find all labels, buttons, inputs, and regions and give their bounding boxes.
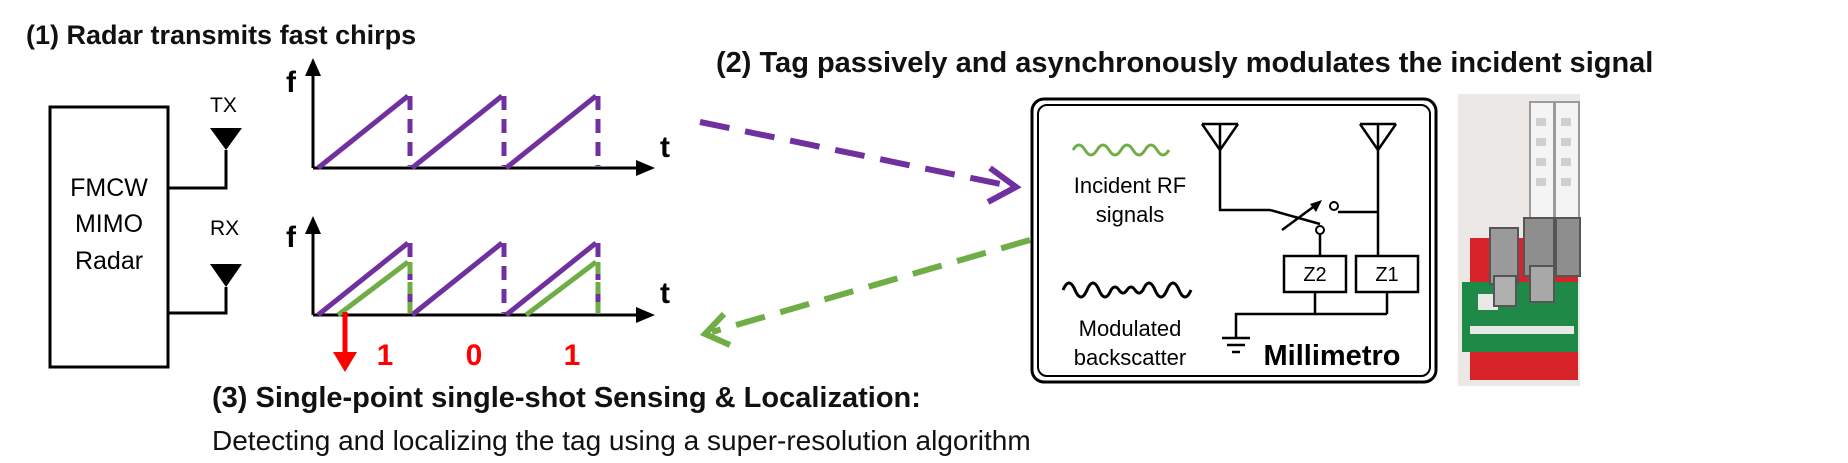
rx-antenna-icon [210,264,242,287]
rx-label: RX [210,217,239,240]
incident-label-2: signals [1096,202,1164,227]
modulated-wave-icon [1061,281,1193,299]
modulated-label-2: backscatter [1074,345,1187,370]
tag-hardware-photo [1458,94,1581,386]
tag-box: Incident RF signals Modulated backscatte… [1030,97,1438,384]
radar-line-2: MIMO [75,210,143,238]
tx-label: TX [210,94,237,117]
tx-chirp-plot: f t [286,58,670,176]
z1-box [1354,254,1420,294]
modulated-label-1: Modulated [1079,316,1182,341]
tag-name: Millimetro [1264,340,1401,372]
tx-chirps [316,94,601,170]
bit-2: 0 [466,339,483,372]
tx-antenna-icon [210,128,242,150]
t-axis-label: t [660,131,670,164]
bit-3: 1 [564,339,581,372]
tag-antenna-left-icon [1200,122,1240,151]
ground-icon [1222,336,1250,354]
switch-icon [1269,208,1321,226]
z1-label: Z1 [1375,264,1398,286]
rx-chirp-plot: f t 1 0 1 [286,216,670,372]
rx-transmitted-chirps [316,241,601,317]
radar-line-3: Radar [75,247,143,275]
step3-title: (3) Single-point single-shot Sensing & L… [212,382,921,414]
radar-line-1: FMCW [70,174,148,202]
backscatter-arrow [699,237,1031,348]
step3-description: Detecting and localizing the tag using a… [212,425,1031,456]
step1-caption: (1) Radar transmits fast chirps [26,20,417,50]
radar-unit: FMCW MIMO Radar TX RX [48,94,242,369]
backscatter-chirps [336,260,601,317]
red-down-arrow-icon [333,352,357,372]
radar-box [48,105,170,369]
incident-label-1: Incident RF [1074,173,1187,198]
bit-1: 1 [377,339,394,372]
step2-caption: (2) Tag passively and asynchronously mod… [716,47,1654,79]
f-axis-label-rx: f [286,221,297,254]
incident-arrow [699,119,1022,205]
tag-antenna-right-icon [1358,122,1398,151]
t-axis-label-rx: t [660,277,670,310]
f-axis-label: f [286,66,297,99]
z2-label: Z2 [1303,264,1326,286]
incident-wave-icon [1071,143,1171,157]
z2-box [1282,254,1348,294]
